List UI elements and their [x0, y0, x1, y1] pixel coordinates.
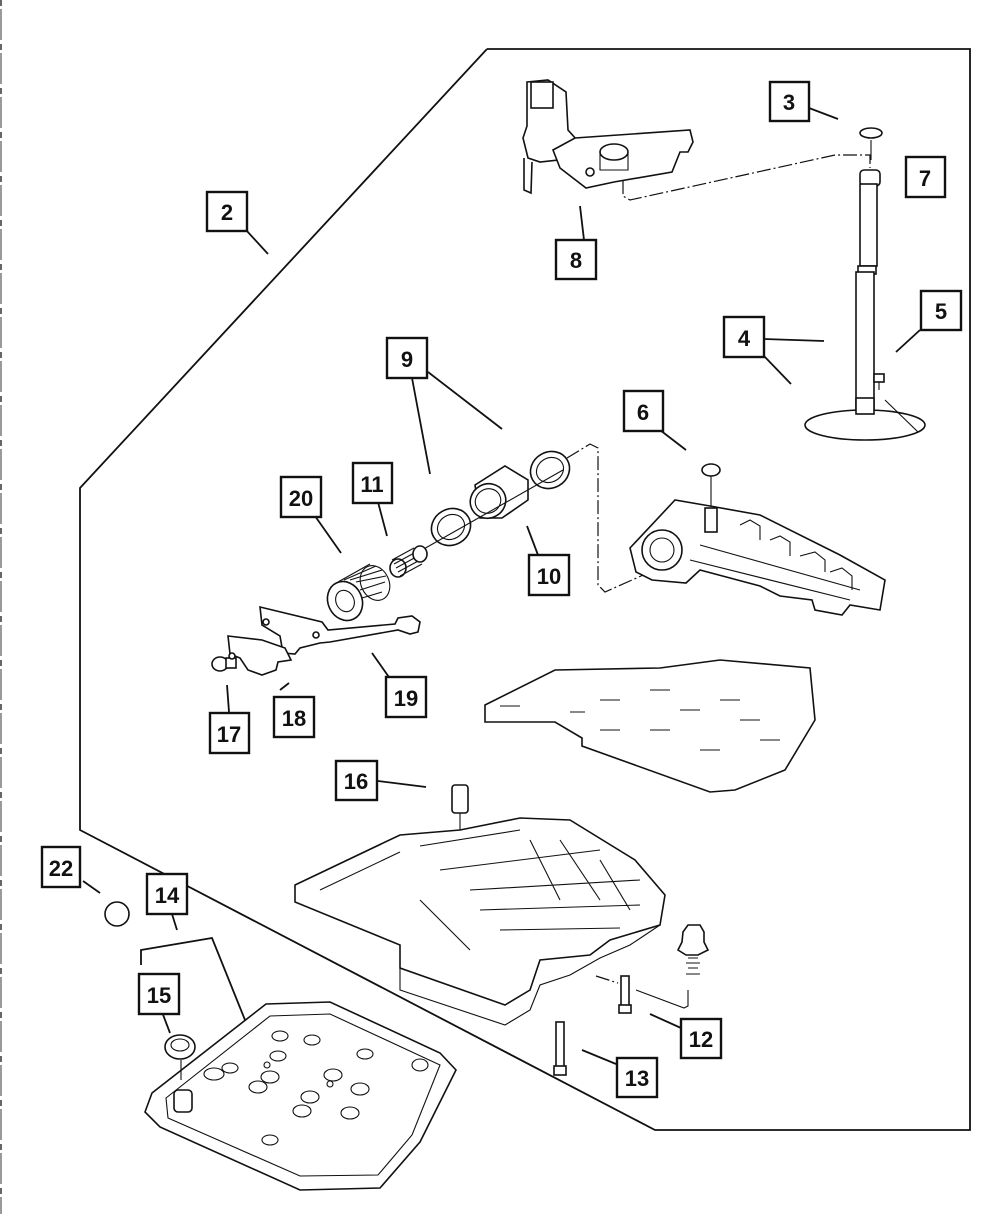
callout-22[interactable]: 22 [40, 845, 82, 889]
callout-label: 9 [401, 347, 413, 372]
inner-spring-part [389, 545, 428, 578]
callout-label: 18 [282, 706, 306, 731]
callout-8[interactable]: 8 [554, 238, 598, 281]
callout-label: 2 [221, 200, 233, 225]
seal-rings-and-piston-part [421, 450, 571, 551]
callout-6[interactable]: 6 [622, 389, 665, 433]
callout-19[interactable]: 19 [384, 675, 428, 719]
long-bolt-part [553, 1021, 567, 1076]
callout-label: 10 [537, 564, 561, 589]
callout-label: 14 [155, 883, 180, 908]
check-ball-part [104, 901, 130, 927]
upper-valve-body-part [629, 463, 886, 616]
cap-seal-part [859, 127, 883, 139]
callout-2[interactable]: 2 [205, 190, 249, 233]
callout-label: 11 [360, 472, 383, 497]
callout-label: 13 [625, 1066, 649, 1091]
callout-20[interactable]: 20 [279, 475, 323, 519]
callout-label: 16 [344, 769, 368, 794]
callout-16[interactable]: 16 [334, 759, 379, 802]
connector-line-8 [622, 154, 871, 201]
retainer-clip-part [227, 635, 293, 676]
manual-valve-shaft-part [804, 169, 926, 441]
callout-17[interactable]: 17 [208, 711, 251, 755]
check-valve-part [635, 924, 710, 1009]
callout-label: 3 [783, 90, 795, 115]
callout-4[interactable]: 4 [722, 315, 766, 359]
callout-label: 12 [689, 1027, 713, 1052]
lower-valve-body-part [294, 817, 666, 1026]
short-bolt-part [595, 975, 632, 1014]
callout-label: 6 [637, 400, 649, 425]
callout-7[interactable]: 7 [904, 155, 947, 199]
callout-label: 5 [935, 299, 947, 324]
callout-13[interactable]: 13 [615, 1056, 659, 1099]
callout-9[interactable]: 9 [385, 336, 429, 380]
callout-label: 7 [919, 166, 931, 191]
callout-3[interactable]: 3 [768, 80, 811, 123]
filter-seal-part [164, 1034, 196, 1080]
callout-label: 20 [289, 486, 313, 511]
callout-label: 8 [570, 248, 582, 273]
callout-18[interactable]: 18 [272, 695, 316, 739]
lever-hole [312, 631, 320, 639]
outer-spring-part [326, 563, 391, 622]
solenoid-bracket-part [522, 79, 694, 195]
lever-hole [262, 618, 270, 626]
callout-label: 4 [738, 326, 751, 351]
callout-14[interactable]: 14 [145, 872, 189, 916]
callout-12[interactable]: 12 [679, 1017, 723, 1060]
oil-filter-part [144, 1001, 457, 1191]
connector-line-9 [566, 443, 651, 593]
separator-plate-part [484, 659, 816, 793]
callout-label: 17 [217, 722, 241, 747]
callout-10[interactable]: 10 [527, 553, 571, 597]
callout-label: 19 [394, 686, 418, 711]
pivot-pin-part [211, 652, 237, 672]
callout-label: 15 [147, 983, 171, 1008]
callout-11[interactable]: 11 [351, 461, 394, 505]
leader-lines [82, 107, 921, 1065]
callout-5[interactable]: 5 [919, 289, 963, 332]
page-edge-dashes [0, 0, 2, 1214]
callout-label: 22 [49, 856, 73, 881]
callout-15[interactable]: 15 [137, 972, 181, 1016]
assembly-boundary [79, 48, 971, 1131]
